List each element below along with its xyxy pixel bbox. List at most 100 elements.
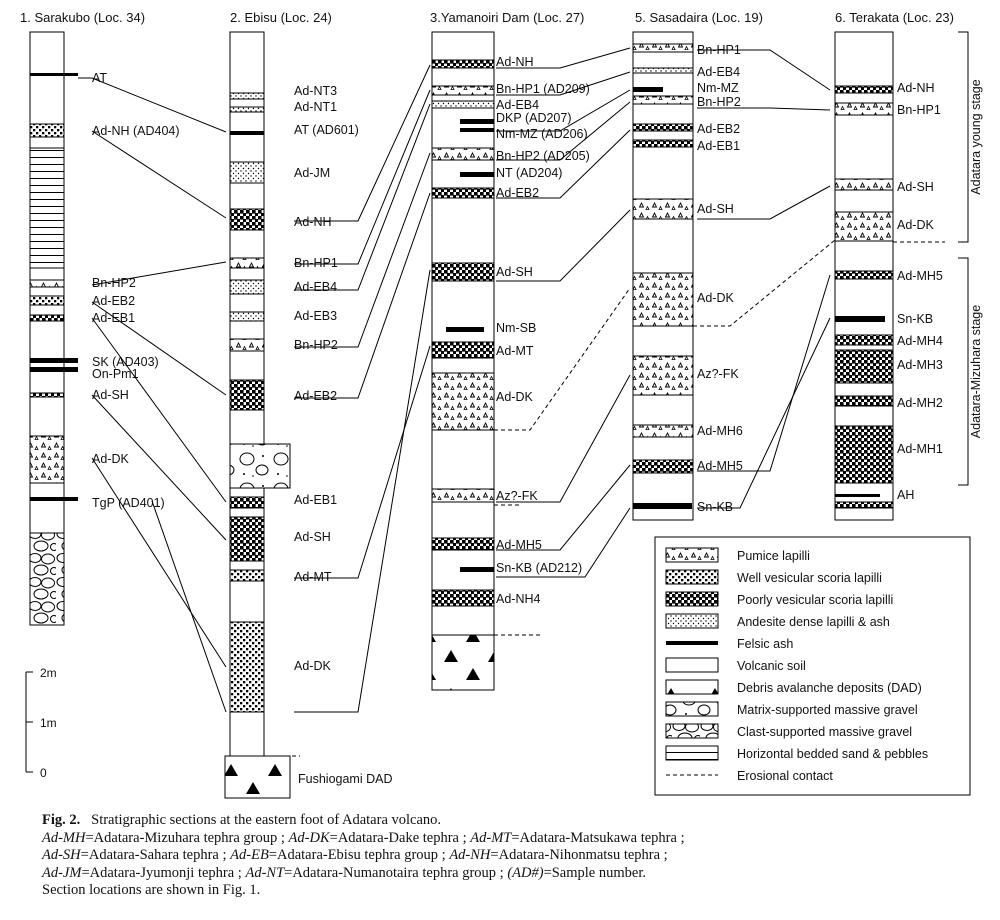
poor-layer [632,123,694,132]
layer-label-dkp-ad207: DKP (AD207) [496,111,572,125]
abbr-key: Ad-DK [288,829,330,846]
felsic-ash-layer [30,73,78,76]
correlation-line [294,89,431,265]
layer-label-ad-eb2: Ad-EB2 [294,389,337,403]
clast-layer [29,532,65,626]
dad-layer [431,634,495,691]
felsic-ash-layer [446,327,484,332]
correlation-line [697,107,831,111]
legend-swatch [665,723,719,739]
pumice-layer [229,338,265,352]
legend-label: Matrix-supported massive gravel [737,703,918,717]
felsic-ash-layer [633,503,692,509]
layer-label-ad-mh3: Ad-MH3 [897,358,943,372]
layer-label-nt-ad204: NT (AD204) [496,166,562,180]
layer-label-ad-mh5: Ad-MH5 [897,269,943,283]
layer-label-ad-sh: Ad-SH [697,202,734,216]
pumice-layer [431,85,495,96]
legend-swatch [665,657,719,673]
correlation-line [496,374,631,503]
legend-item-clast-supported-massive-gravel: Clast-supported massive gravel [665,723,912,739]
poor-layer [431,262,495,282]
layer-label-bn-hp2: Bn-HP2 [697,95,741,109]
section-title: 2. Ebisu (Loc. 24) [230,10,332,25]
caption-abbr-line-3: Ad-JM=Adatara-Jyumonji tephra ; Ad-NT=Ad… [42,865,982,883]
correlation-line [697,274,831,472]
layer-label-ad-dk: Ad-DK [697,291,734,305]
scale-label: 2m [40,666,57,680]
layer-label-ad-nh: Ad-NH [294,215,332,229]
abbr-key: Ad-SH [42,847,81,864]
legend-label: Clast-supported massive gravel [737,725,912,739]
correlation-line [294,152,431,348]
correlation-line [697,49,831,91]
felsic-ash-layer [460,119,494,124]
layer-label-ad-nh4: Ad-NH4 [496,592,541,606]
section-column [431,31,495,691]
correlation-line [496,101,631,161]
pumice-layer [431,372,495,431]
layer-label-ad-eb2: Ad-EB2 [496,186,539,200]
correlation-line [496,209,631,282]
poor-layer [229,496,265,509]
layer-label-nm-mz-ad206: Nm-MZ (AD206) [496,127,588,141]
legend-swatch [665,745,719,761]
correlation-line [496,71,631,96]
legend-swatch [665,679,719,695]
poor-layer [632,139,694,148]
layer-label-bn-hp1-ad209: Bn-HP1 (AD209) [496,82,590,96]
felsic-ash-layer [835,494,880,497]
legend-item-poorly-vesicular-scoria-lapilli: Poorly vesicular scoria lapilli [665,591,893,607]
caption-abbr-line-1: Ad-MH=Adatara-Mizuhara tephra group ; Ad… [42,830,982,848]
felsic-ash-layer [835,316,885,322]
felsic-ash-layer [460,128,494,132]
correlation-line [78,77,227,133]
abbr-key: Ad-MH [42,829,86,846]
section-title: 3.Yamanoiri Dam (Loc. 27) [430,10,584,25]
poor-layer [229,208,265,231]
legend-item-felsic-ash: Felsic ash [666,637,793,651]
layer-label-ad-dk: Ad-DK [92,452,129,466]
correlation-line [294,64,431,222]
felsic-ash-layer [460,567,494,572]
pumice-layer [632,95,694,105]
well-layer [29,295,65,306]
figure-number: Fig. 2. [42,812,81,828]
layer-label-bn-hp2-ad205: Bn-HP2 (AD205) [496,149,590,163]
correlation-line [91,394,227,541]
layer-label-ad-dk: Ad-DK [897,218,934,232]
poor-layer [431,59,495,69]
layer-label-on-pm1: On-Pm1 [92,367,139,381]
felsic-ash-layer [30,497,78,501]
pumice-layer [834,178,894,191]
poor-layer [431,537,495,551]
legend-swatch [665,547,719,563]
layer-label-ad-sh: Ad-SH [496,265,533,279]
felsic-ash-layer [633,87,663,92]
pumice-layer [632,355,694,396]
legend-label: Pumice lapilli [737,549,810,563]
pumice-layer [229,257,265,269]
scale-label: 1m [40,716,57,730]
poor-layer [834,425,894,484]
poor-layer [834,395,894,407]
layer-label-ad-mh5: Ad-MH5 [496,538,542,552]
layer-label-fushiogami-dad: Fushiogami DAD [298,772,392,786]
layer-label-ad-mh6: Ad-MH6 [697,424,743,438]
hbed-layer [29,147,65,269]
layer-label-nm-mz: Nm-MZ [697,81,739,95]
layer-label-ad-eb4: Ad-EB4 [294,280,337,294]
felsic-ash-layer [30,358,78,363]
correlation-line [151,500,227,713]
dense-layer [431,100,495,109]
layer-label-ad-eb2: Ad-EB2 [697,122,740,136]
section-title: 5. Sasadaira (Loc. 19) [635,10,763,25]
correlation-line [91,130,227,219]
layer-label-ad-mh2: Ad-MH2 [897,396,943,410]
scale-label: 0 [40,766,47,780]
dense-layer [229,92,265,100]
caption-abbr-line-2: Ad-SH=Adatara-Sahara tephra ; Ad-EB=Adat… [42,847,982,865]
poor-layer [834,85,894,94]
